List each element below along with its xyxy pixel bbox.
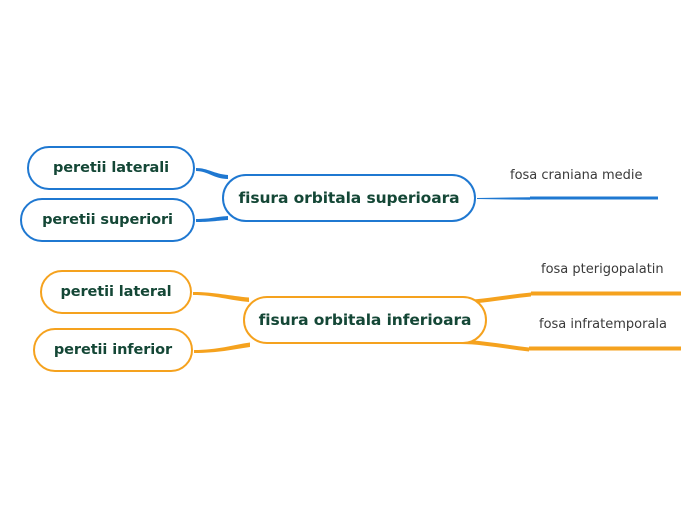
- node-fisura-orbitala-superioara[interactable]: fisura orbitala superioara: [222, 174, 476, 222]
- node-label: peretii superiori: [42, 212, 173, 228]
- node-fisura-orbitala-inferioara[interactable]: fisura orbitala inferioara: [243, 296, 487, 344]
- node-label: peretii inferior: [53, 342, 173, 358]
- connector-peretii-superiori: [196, 216, 228, 222]
- node-peretii-superiori[interactable]: peretii superiori: [20, 198, 195, 242]
- connector-peretii-laterali: [196, 168, 228, 179]
- branch-label-fosa-craniana-medie[interactable]: fosa craniana medie: [510, 168, 643, 183]
- node-peretii-inferior[interactable]: peretii inferior: [33, 328, 193, 372]
- node-label: peretii laterali: [53, 160, 169, 176]
- node-label: peretii lateral: [60, 284, 172, 300]
- branch-line-fosa-craniana-medie: [530, 196, 658, 200]
- connector-peretii-lateral: [193, 292, 249, 302]
- node-label: fisura orbitala superioara: [238, 189, 460, 207]
- connector-fosa-craniana-medie-stub: [477, 197, 530, 200]
- node-peretii-lateral[interactable]: peretii lateral: [40, 270, 192, 314]
- branch-label-fosa-pterigopalatin[interactable]: fosa pterigopalatin: [541, 262, 664, 277]
- branch-line-fosa-pterigopalatin: [531, 291, 681, 296]
- node-peretii-laterali[interactable]: peretii laterali: [27, 146, 195, 190]
- node-label: fisura orbitala inferioara: [258, 311, 472, 329]
- connector-peretii-inferior: [194, 342, 250, 353]
- branch-label-fosa-infratemporala[interactable]: fosa infratemporala: [539, 317, 667, 332]
- branch-line-fosa-infratemporala: [529, 346, 681, 351]
